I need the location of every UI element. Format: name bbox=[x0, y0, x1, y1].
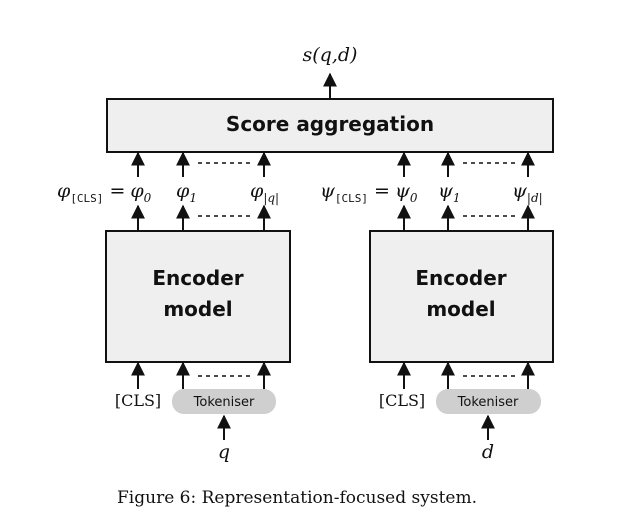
query-branch: φ[CLS]=φ0 φ1 φ|q| Encoder model [CLS] To… bbox=[57, 151, 291, 463]
figure-caption: Figure 6: Representation-focused system. bbox=[117, 488, 477, 508]
doc-encoder-label-line1: Encoder bbox=[415, 266, 506, 290]
query-encoder-label-line2: model bbox=[163, 297, 232, 321]
query-cls-token: [CLS] bbox=[115, 391, 161, 410]
query-emb-n-label: φ|q| bbox=[250, 180, 279, 205]
document-branch: ψ[CLS]=ψ0 ψ1 ψ|d| Encoder model [CLS] To… bbox=[320, 151, 554, 463]
score-aggregation-box bbox=[106, 98, 554, 153]
doc-cls-token: [CLS] bbox=[379, 391, 425, 410]
query-emb-1-label: φ1 bbox=[176, 180, 197, 205]
query-input-label: q bbox=[218, 441, 230, 463]
output-score-label: s(q,d) bbox=[303, 44, 358, 66]
query-tokeniser bbox=[172, 389, 276, 414]
query-tokeniser-label: Tokeniser bbox=[193, 395, 255, 410]
doc-emb-n-label: ψ|d| bbox=[512, 180, 543, 205]
query-encoder-label-line1: Encoder bbox=[152, 266, 243, 290]
doc-input-label: d bbox=[482, 441, 494, 463]
doc-emb-1-label: ψ1 bbox=[438, 180, 461, 205]
doc-tokeniser-label: Tokeniser bbox=[457, 395, 519, 410]
doc-encoder-box bbox=[369, 230, 554, 363]
query-encoder-box bbox=[105, 230, 291, 363]
doc-encoder-label-line2: model bbox=[426, 297, 495, 321]
doc-emb-cls-label: ψ[CLS]=ψ0 bbox=[320, 180, 418, 205]
score-aggregation-label: Score aggregation bbox=[226, 112, 434, 136]
doc-tokeniser bbox=[436, 389, 541, 414]
query-emb-cls-label: φ[CLS]=φ0 bbox=[57, 180, 152, 205]
